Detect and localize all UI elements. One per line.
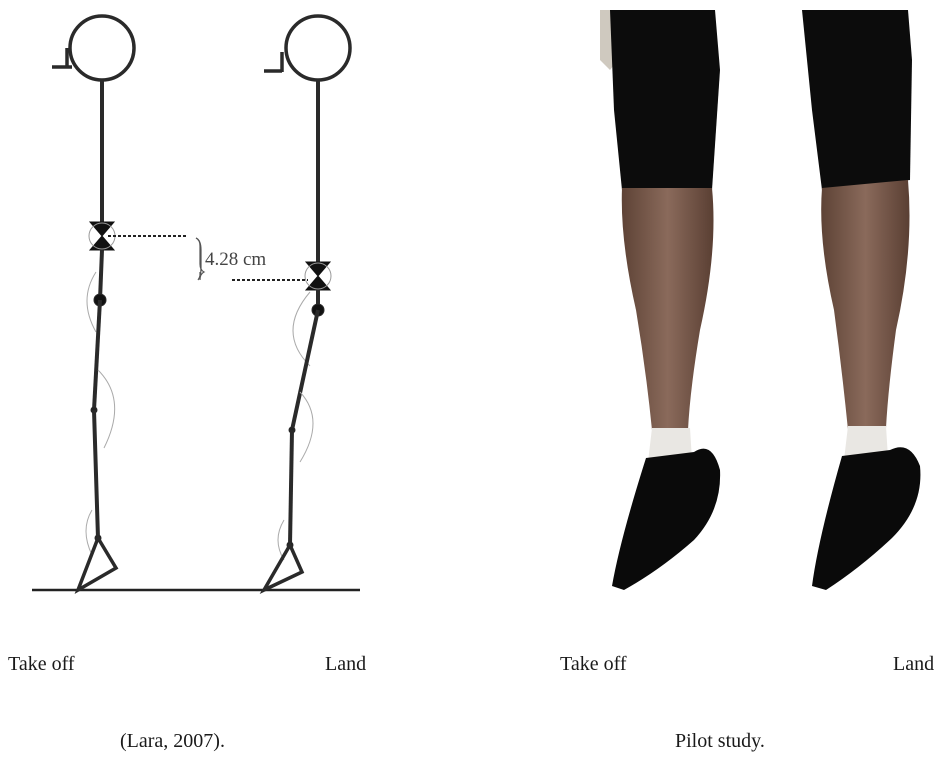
left-takeoff-label: Take off [8,653,75,676]
height-difference-marker: 4.28 cm [108,236,308,280]
left-land-label: Land [325,653,366,676]
right-caption: Pilot study. [675,730,765,753]
shorts [802,10,912,190]
leg-land [802,10,920,590]
thigh [94,300,100,410]
shank [290,430,292,545]
leg-takeoff [600,10,720,590]
stick-figure-diagram: 4.28 cm [0,0,470,600]
figure-land [264,16,350,590]
foot [264,545,302,590]
foot [78,538,116,590]
right-takeoff-label: Take off [560,653,627,676]
calf [622,188,714,430]
shoe [612,449,720,590]
left-caption: (Lara, 2007). [120,730,225,753]
stick-figure-svg: 4.28 cm [0,0,470,600]
shorts [610,10,720,190]
head [70,16,134,80]
legs-photo-svg [590,0,939,600]
pilot-study-photo [590,0,939,600]
shoe [812,447,920,590]
shank [94,410,98,538]
head [286,16,350,80]
calf [821,180,909,430]
right-land-label: Land [893,653,934,676]
measurement-label: 4.28 cm [205,249,266,270]
figure-takeoff [52,16,134,590]
thigh [292,310,318,430]
